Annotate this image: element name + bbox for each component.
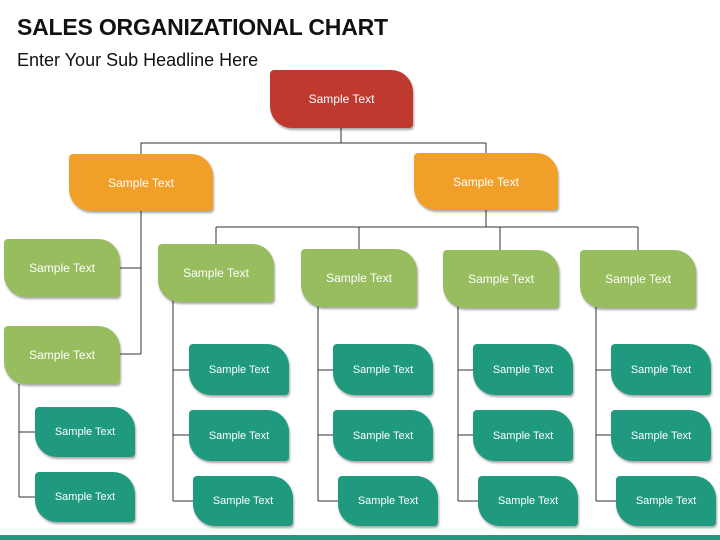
org-node-label: Sample Text (54, 426, 116, 438)
org-node-label: Sample Text (492, 429, 554, 442)
org-node-label: Sample Text (183, 266, 249, 280)
org-node-member[interactable]: Sample Text (611, 410, 711, 461)
org-node-label: Sample Text (208, 429, 270, 442)
bottom-accent-bar (0, 535, 720, 540)
org-node-member[interactable]: Sample Text (338, 476, 438, 526)
org-node-manager-right[interactable]: Sample Text (414, 153, 558, 210)
org-node-member[interactable]: Sample Text (478, 476, 578, 526)
org-node-lead-right-2[interactable]: Sample Text (301, 249, 417, 307)
org-node-label: Sample Text (308, 92, 375, 106)
org-node-lead-left-2[interactable]: Sample Text (4, 326, 120, 384)
org-node-lead-left-1[interactable]: Sample Text (4, 239, 120, 297)
org-node-label: Sample Text (208, 363, 270, 376)
org-node-member[interactable]: Sample Text (333, 344, 433, 395)
org-node-member[interactable]: Sample Text (611, 344, 711, 395)
org-node-label: Sample Text (468, 272, 534, 286)
org-node-member[interactable]: Sample Text (333, 410, 433, 461)
org-node-manager-left[interactable]: Sample Text (69, 154, 213, 211)
org-node-label: Sample Text (605, 272, 671, 286)
org-node-label: Sample Text (492, 363, 554, 376)
org-node-member-left-2[interactable]: Sample Text (35, 472, 135, 522)
org-node-member[interactable]: Sample Text (616, 476, 716, 526)
org-node-label: Sample Text (357, 495, 419, 507)
org-node-label: Sample Text (29, 348, 95, 362)
org-node-member[interactable]: Sample Text (189, 344, 289, 395)
org-node-label: Sample Text (212, 495, 274, 507)
org-node-label: Sample Text (29, 261, 95, 275)
org-node-member[interactable]: Sample Text (193, 476, 293, 526)
org-node-lead-right-1[interactable]: Sample Text (158, 244, 274, 302)
org-node-label: Sample Text (630, 363, 692, 376)
org-node-member-left-1[interactable]: Sample Text (35, 407, 135, 457)
org-node-label: Sample Text (326, 271, 392, 285)
org-node-label: Sample Text (635, 495, 697, 507)
org-node-member[interactable]: Sample Text (473, 344, 573, 395)
org-node-member[interactable]: Sample Text (473, 410, 573, 461)
org-node-lead-right-3[interactable]: Sample Text (443, 250, 559, 308)
page-subtitle: Enter Your Sub Headline Here (17, 50, 259, 70)
org-node-label: Sample Text (352, 363, 414, 376)
org-node-label: Sample Text (453, 174, 519, 189)
org-node-label: Sample Text (352, 429, 414, 442)
org-node-label: Sample Text (497, 495, 559, 507)
org-node-label: Sample Text (108, 175, 174, 190)
org-node-label: Sample Text (54, 491, 116, 503)
org-node-label: Sample Text (630, 429, 692, 442)
org-node-lead-right-4[interactable]: Sample Text (580, 250, 696, 308)
org-node-root[interactable]: Sample Text (270, 70, 413, 128)
connector-root-managers (140, 128, 342, 155)
page-title: SALES ORGANIZATIONAL CHART (17, 14, 388, 40)
org-node-member[interactable]: Sample Text (189, 410, 289, 461)
